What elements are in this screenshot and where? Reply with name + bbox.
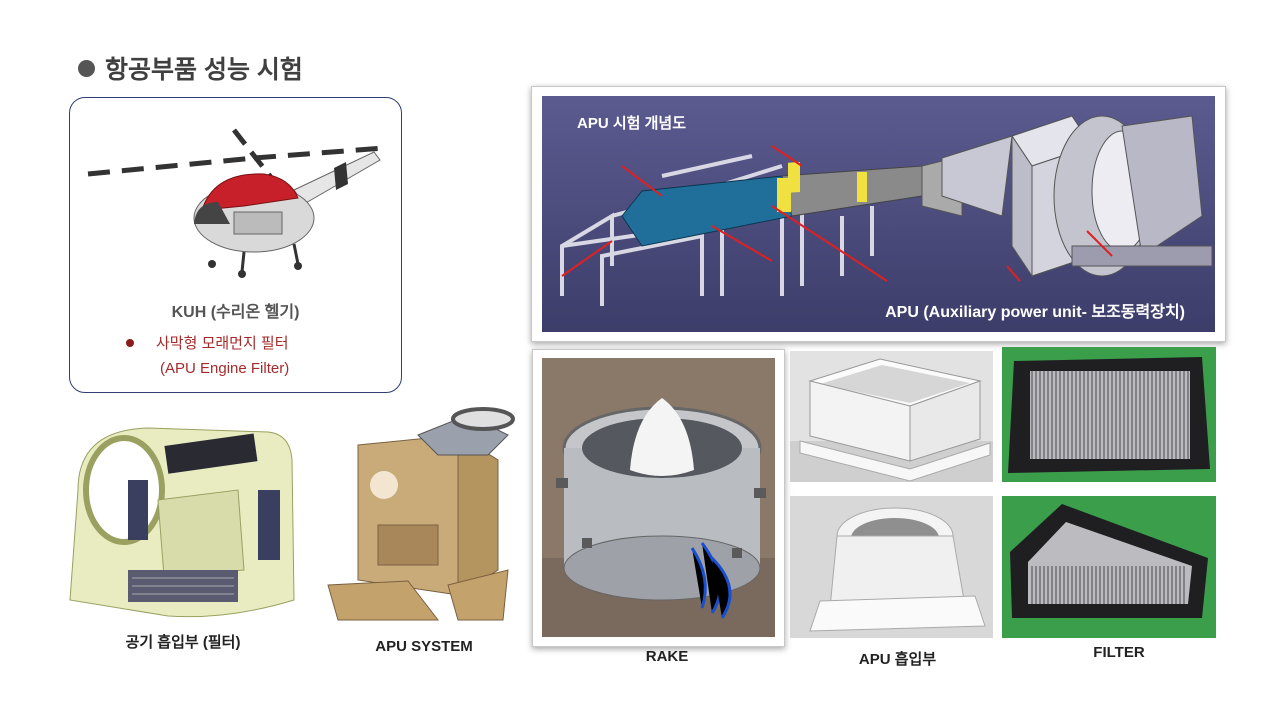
caption-apu-intake: APU 흡입부 <box>858 651 937 668</box>
kuh-card: KUH (수리온 헬기) 사막형 모래먼지 필터 (APU Engine Fil… <box>69 97 402 393</box>
apu-system-image <box>318 405 518 630</box>
air-intake-image <box>68 420 298 620</box>
helicopter-label: KUH (수리온 헬기) <box>171 304 300 321</box>
apu-intake-photo-top <box>790 351 993 482</box>
apu-diagram-title: APU 시험 개념도 <box>577 115 687 132</box>
filter-subtitle: (APU Engine Filter) <box>160 360 290 377</box>
filter-item: 사막형 모래먼지 필터 <box>126 332 289 353</box>
filter-name: 사막형 모래먼지 필터 <box>156 335 289 352</box>
caption-apu-system: APU SYSTEM <box>375 638 473 655</box>
page-title: 항공부품 성능 시험 <box>105 56 303 84</box>
apu-diagram: APU 시험 개념도 APU (Auxiliary power unit- 보조… <box>542 96 1215 332</box>
filter-photo-top <box>1002 347 1216 482</box>
rake-photo-frame <box>532 349 785 647</box>
rake-photo <box>542 358 775 637</box>
filter-bullet-icon <box>126 338 134 347</box>
apu-diagram-frame: APU 시험 개념도 APU (Auxiliary power unit- 보조… <box>531 86 1226 342</box>
caption-air-intake: 공기 흡입부 (필터) <box>125 634 241 651</box>
title-bullet-icon <box>78 59 95 77</box>
caption-filter: FILTER <box>1093 644 1145 661</box>
filter-photo-bottom <box>1002 496 1216 638</box>
page-title-row: 항공부품 성능 시험 <box>78 50 303 86</box>
apu-diagram-label: APU (Auxiliary power unit- 보조동력장치) <box>885 304 1185 321</box>
caption-rake: RAKE <box>645 648 689 665</box>
apu-intake-photo-bottom <box>790 496 993 638</box>
helicopter-image <box>84 112 386 282</box>
